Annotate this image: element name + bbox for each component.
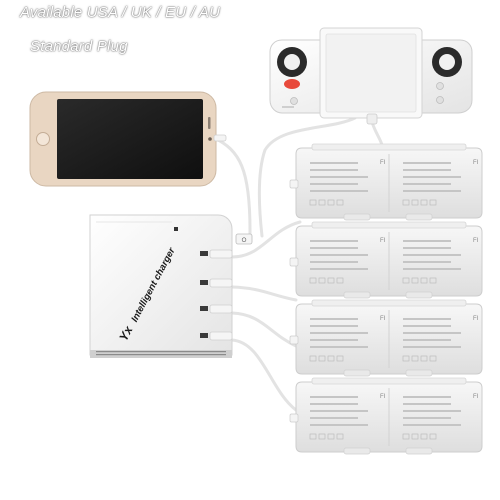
caption-standard-plug: Standard Plug xyxy=(30,38,128,55)
charger-ports xyxy=(200,251,208,338)
battery-brand-mark: FI xyxy=(473,160,479,166)
caption-plug-regions: Available USA / UK / EU / AU xyxy=(20,4,221,21)
usb-port-icon xyxy=(200,306,208,311)
battery-icon: FI FI xyxy=(289,143,483,221)
battery-brand-mark: FI xyxy=(380,316,386,322)
phone-icon xyxy=(29,91,227,187)
usb-port-icon xyxy=(200,251,208,256)
cables xyxy=(212,116,384,412)
battery-brand-mark: FI xyxy=(473,238,479,244)
battery-brand-mark: FI xyxy=(380,238,386,244)
battery-icon: FI FI xyxy=(289,221,483,299)
usb-port-icon xyxy=(200,280,208,285)
battery-icon: FI FI xyxy=(289,299,483,377)
battery-brand-mark: FI xyxy=(473,394,479,400)
remote-controller-icon xyxy=(269,27,473,125)
battery-brand-mark: FI xyxy=(473,316,479,322)
usb-port-icon xyxy=(200,333,208,338)
battery-brand-mark: FI xyxy=(380,394,386,400)
battery-brand-mark: FI xyxy=(380,160,386,166)
record-button-icon xyxy=(284,79,300,89)
battery-icon: FI FI xyxy=(289,377,483,455)
charger-hub-icon: ⭘ Yx Intelligent charger xyxy=(89,214,253,358)
svg-text:⭘: ⭘ xyxy=(242,237,247,244)
battery-stack: FI FI FI FI FI FI FI FI xyxy=(289,143,483,455)
